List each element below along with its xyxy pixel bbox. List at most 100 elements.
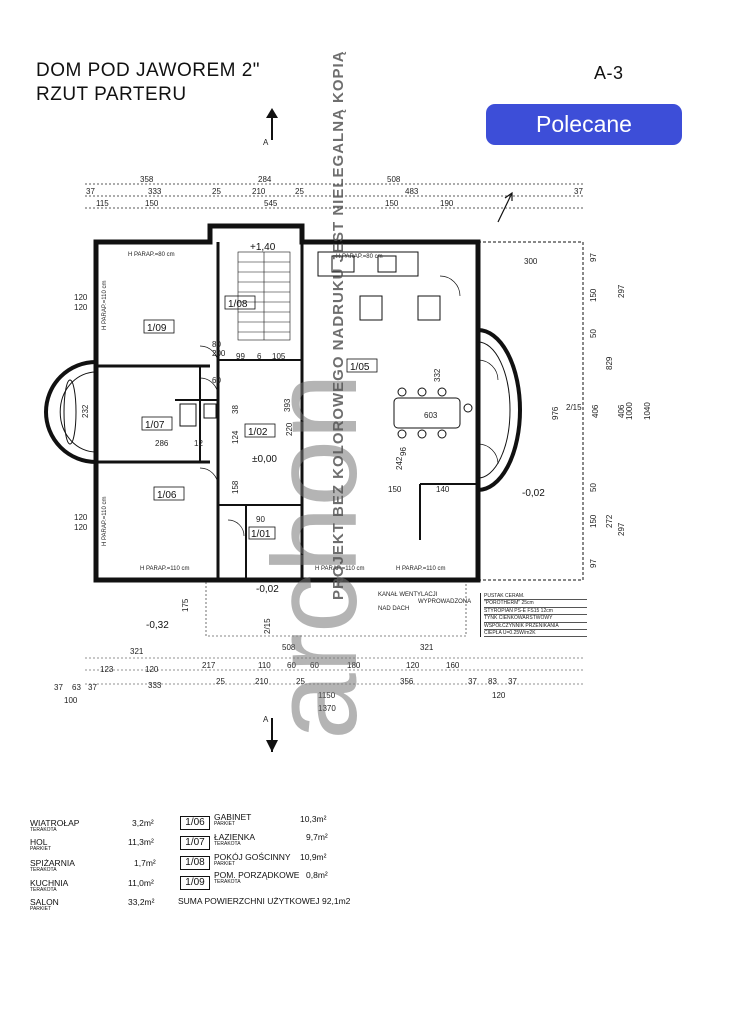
watermark-note: PROJEKT BEZ KOLOROWEGO NADRUKU JEST NIEL…	[330, 50, 347, 600]
legend-area-lazienka: 9,7m²	[306, 832, 328, 842]
vent-note-2: WYPROWADZONA	[418, 599, 471, 605]
spec-line: CIEPŁA U=0.25W/m2K	[484, 630, 587, 638]
door-swings	[199, 275, 499, 537]
dim-83: 83	[488, 677, 497, 686]
dim-333b: 333	[148, 681, 162, 690]
dim-124: 124	[231, 430, 240, 444]
dim-left-232: 232	[81, 404, 90, 418]
dim-286: 286	[155, 439, 169, 448]
dim-right-1000: 1000	[625, 402, 634, 420]
dim-105: 105	[272, 352, 286, 361]
vent-note-1: KANAŁ WENTYLACJI	[378, 592, 438, 598]
dim-158: 158	[231, 480, 240, 494]
dim-120c: 120	[492, 691, 506, 700]
legend-area-spizarnia: 1,7m²	[134, 858, 156, 868]
level-steps: -0,32	[146, 620, 169, 631]
dim-right-50a: 50	[589, 329, 598, 338]
dim-160: 160	[446, 661, 460, 670]
recommended-badge[interactable]: Polecane	[486, 104, 682, 145]
dim-300: 300	[524, 257, 538, 266]
bay-window-left	[44, 360, 97, 464]
dim-2-15: 2/15	[263, 618, 272, 634]
spec-line: PUSTAK CERAM.	[484, 593, 587, 601]
dim-12: 12	[194, 439, 203, 448]
sofa	[359, 295, 441, 321]
dim-right-829: 829	[605, 356, 614, 370]
bottom-dimensions	[85, 657, 585, 685]
code-1-08: 1/09	[147, 323, 167, 334]
dim-25a: 25	[212, 187, 221, 196]
dim-140: 140	[436, 485, 450, 494]
dim-right-297b: 297	[617, 522, 626, 536]
total-area: SUMA POWIERZCHNI UŻYTKOWEJ 92,1m2	[178, 896, 351, 906]
dim-right-150a: 150	[589, 288, 598, 302]
sheet-number: A-3	[594, 63, 624, 83]
code-1-01: 1/01	[251, 529, 271, 540]
dim-left-120a: 120	[74, 293, 88, 302]
legend-area-salon: 33,2m²	[128, 897, 155, 907]
dim-120a: 120	[145, 665, 159, 674]
drawing-title: DOM POD JAWOREM 2"	[36, 60, 261, 81]
spec-line: STYROPIAN PS-E FS15 12cm	[484, 608, 587, 616]
code-1-05: 1/05	[350, 362, 370, 373]
legend-area-kuchnia: 11,0m²	[128, 878, 154, 888]
bay-window-right	[477, 328, 522, 492]
vent-note-3: NAD DACH	[378, 606, 409, 612]
north-arrow	[497, 191, 513, 223]
dim-60: 60	[212, 376, 221, 385]
dim-332: 332	[433, 368, 442, 382]
legend-area-wiatrolap: 3,2m²	[132, 818, 154, 828]
dim-63: 63	[72, 683, 81, 692]
wall-spec-box: PUSTAK CERAM. "POROTHERM" 25cm STYROPIAN…	[480, 593, 587, 638]
dim-356: 356	[400, 677, 414, 686]
svg-text:A: A	[263, 138, 269, 147]
dim-123: 123	[100, 665, 114, 674]
room-codes	[141, 295, 378, 540]
dim-96: 96	[399, 447, 408, 456]
parap-label-b: H PARAP.=80 cm	[336, 254, 383, 260]
dim-left-120d: 120	[74, 523, 88, 532]
dim-37e: 37	[468, 677, 477, 686]
parap-label-c: H PARAP.=110 cm	[102, 280, 108, 330]
dim-210: 210	[252, 187, 266, 196]
dim-1370: 1370	[318, 704, 336, 713]
dim-right-272: 272	[605, 514, 614, 528]
code-1-02: 1/02	[248, 427, 268, 438]
code-1-06: 1/06	[157, 490, 177, 501]
dim-180: 180	[347, 661, 361, 670]
dim-333: 333	[148, 187, 162, 196]
dim-1150: 1150	[318, 691, 336, 700]
dim-left-120b: 120	[74, 303, 88, 312]
spec-line: TYNK CIENKOWARSTWOWY	[484, 615, 587, 623]
dim-210b: 210	[255, 677, 269, 686]
dim-90: 90	[256, 515, 265, 524]
level-terrace: -0,02	[522, 488, 545, 499]
dim-left-120c: 120	[74, 513, 88, 522]
drawing-subtitle: RZUT PARTERU	[36, 84, 187, 105]
dim-175: 175	[181, 598, 190, 612]
dim-115: 115	[96, 199, 109, 208]
dim-393: 393	[283, 398, 292, 412]
dim-right-97a: 97	[589, 253, 598, 262]
dim-220: 220	[285, 422, 294, 436]
dim-37f: 37	[508, 677, 517, 686]
dim-37d: 37	[88, 683, 97, 692]
dim-right-297a: 297	[617, 284, 626, 298]
dim-right-406a: 406	[591, 404, 600, 418]
parap-label-f: H PARAP.=110 cm	[315, 566, 365, 572]
dim-508: 508	[387, 175, 401, 184]
dim-508b: 508	[282, 643, 296, 652]
parap-label-e: H PARAP.=110 cm	[140, 566, 190, 572]
spec-line: "POROTHERM" 25cm	[484, 600, 587, 608]
level-entry: -0,02	[256, 584, 279, 595]
dining-table	[393, 387, 473, 439]
dim-100: 100	[64, 696, 78, 705]
